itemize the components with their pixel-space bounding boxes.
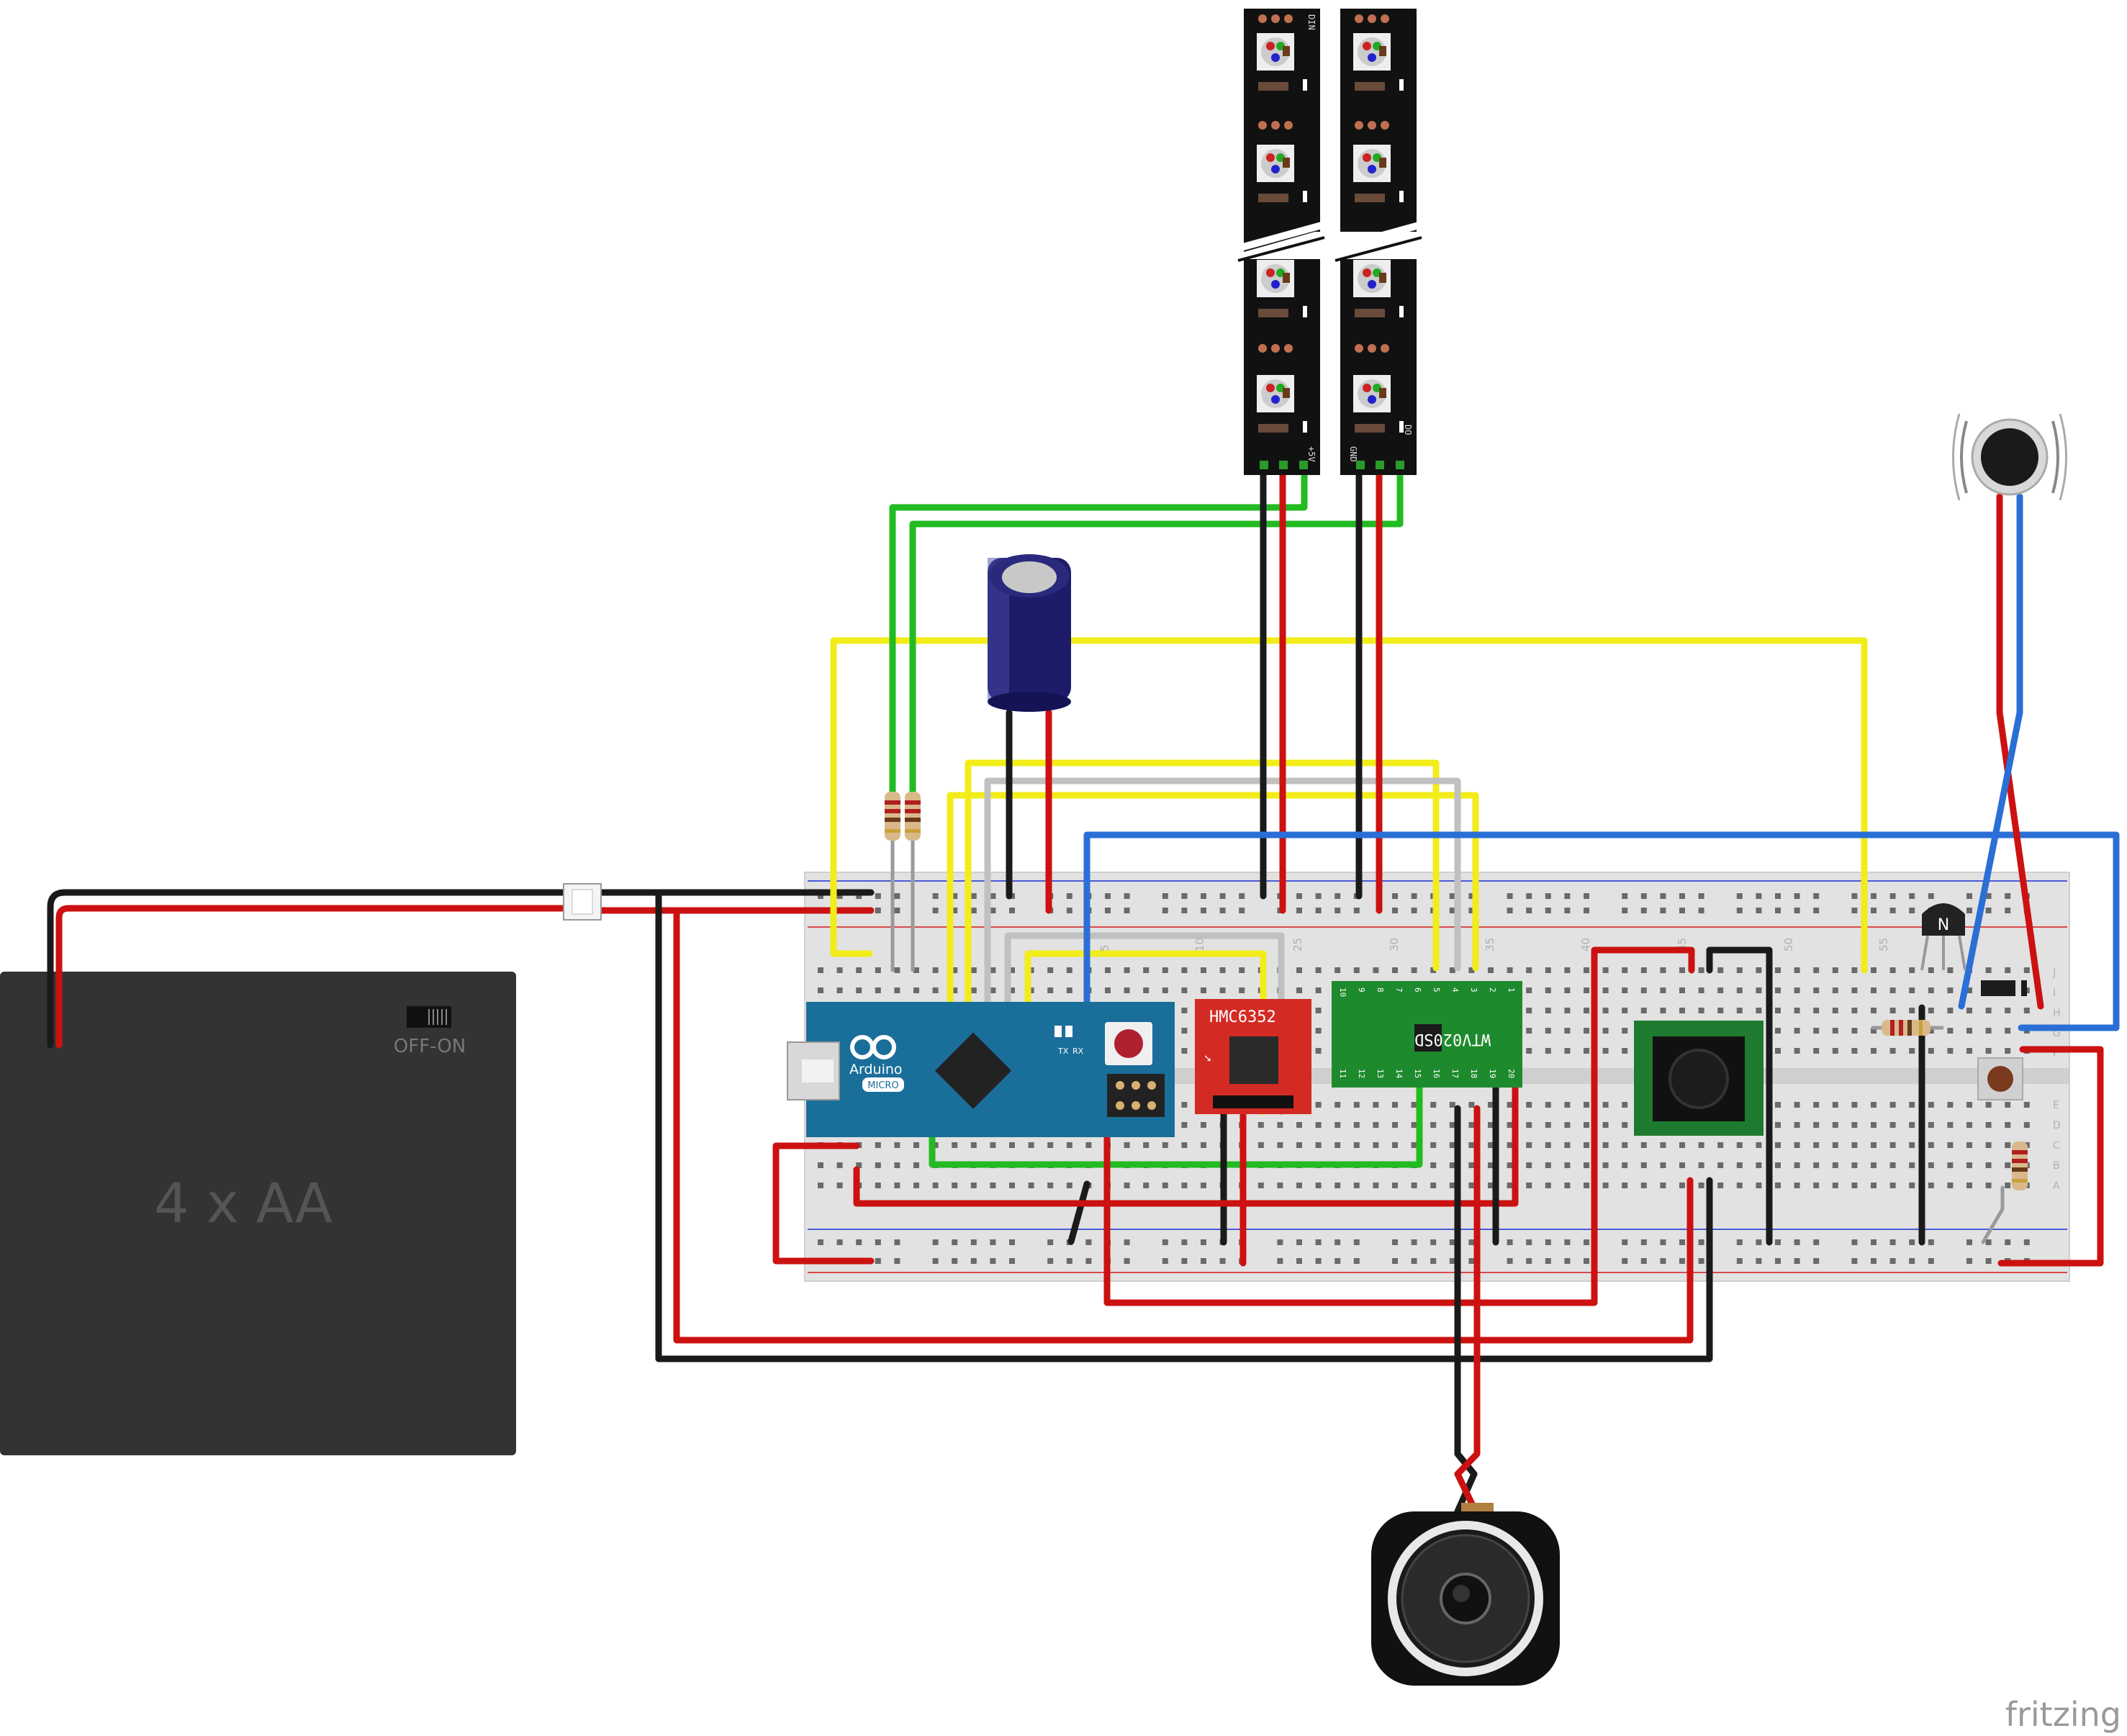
breadboard-row-letters: J I H G F E D C B A: [2052, 967, 2061, 1192]
sound-module: WTV020SD 10 9 8 7 6 5 4 3 2 1 11 12 13 14 15 16 17 18 19 2…: [1332, 981, 1522, 1088]
wire-blue-top: [1083, 831, 2120, 1031]
wire-red-loop: [673, 907, 1694, 1344]
wire-green-strip1: [889, 463, 1308, 810]
switch-label: OFF-ON: [394, 1036, 466, 1057]
wire-black-short: [1067, 1180, 1090, 1245]
wire-battery-red: [55, 905, 569, 1049]
battery-label: 4 x AA: [154, 1171, 333, 1235]
electrolytic-capacitor: [988, 554, 1071, 712]
battery-pack: OFF-ON 4 x AA: [0, 972, 516, 1455]
strip2-gnd-label: GND: [1348, 446, 1358, 462]
arduino-logo: [850, 1035, 896, 1059]
row-letter-j: J: [2052, 967, 2056, 979]
col-number-30: 30: [1388, 938, 1401, 951]
wire-red-right: [1997, 1046, 2104, 1267]
diode: [1981, 980, 2027, 996]
resistor-strip2: [905, 792, 921, 841]
wire-red-rail-long: [853, 1080, 1519, 1207]
col-number-5: 5: [1098, 944, 1111, 951]
col-number-25: 25: [1291, 938, 1304, 951]
wire-yellow-2: [965, 759, 1440, 1011]
led-strips: DIN +5V GND DO: [1237, 9, 1423, 475]
sound-module-pin-bottom: 16: [1432, 1069, 1441, 1078]
wires: [47, 457, 2120, 1515]
battery-connector: [563, 883, 602, 921]
row-letter-a: A: [2053, 1180, 2060, 1192]
sound-module-pin-bottom: 13: [1376, 1069, 1385, 1078]
col-number-40: 40: [1579, 938, 1592, 951]
sound-module-pin-top: 4: [1450, 987, 1460, 993]
vibration-motor: [1952, 413, 2067, 501]
magnetometer-module: HMC6352 ➘: [1195, 999, 1311, 1114]
sound-module-pin-top: 10: [1338, 987, 1347, 997]
wire-mic-blue: [1958, 493, 2023, 1010]
strip2-do-label: DO: [1403, 425, 1413, 435]
strip1-5v-label: +5V: [1306, 446, 1317, 462]
sound-module-pin-bottom: 12: [1357, 1069, 1366, 1078]
sound-module-pin-top: 2: [1488, 987, 1497, 993]
push-button-large: [1634, 1021, 1764, 1136]
col-number-50: 50: [1782, 938, 1795, 951]
npn-transistor: N: [1920, 903, 1966, 971]
sound-module-pin-bottom: 19: [1488, 1069, 1497, 1078]
wire-yellow-1: [947, 792, 1479, 1011]
arduino-tx: TX: [1057, 1046, 1069, 1056]
fritzing-watermark: fritzing: [2005, 1695, 2121, 1734]
row-letter-c: C: [2053, 1140, 2060, 1152]
row-letter-g: G: [2053, 1028, 2061, 1039]
push-button-small: [1977, 1057, 2023, 1100]
north-arrow-icon: ➘: [1204, 1053, 1212, 1064]
sound-module-pin-bottom: 14: [1394, 1069, 1404, 1079]
strip1-din-label: DIN: [1306, 14, 1317, 30]
wire-gray-1: [984, 777, 1461, 1011]
col-number-10: 10: [1193, 938, 1206, 951]
sound-module-pin-bottom: 17: [1450, 1069, 1460, 1078]
sound-module-label: WTV020SD: [1414, 1030, 1491, 1048]
reset-button[interactable]: [1114, 1029, 1143, 1058]
row-letter-d: D: [2053, 1120, 2061, 1131]
row-letter-i: I: [2053, 987, 2056, 999]
sound-module-pin-top: 7: [1394, 987, 1404, 993]
speaker: [1371, 1503, 1560, 1686]
sound-module-pin-top: 8: [1376, 987, 1385, 993]
arduino-model: MICRO: [867, 1080, 898, 1091]
wire-yellow-top: [830, 637, 1868, 974]
sound-module-pin-bottom: 11: [1338, 1069, 1347, 1078]
small-button-cap[interactable]: [1987, 1066, 2013, 1092]
arduino-rx: RX: [1072, 1046, 1084, 1056]
sound-module-pin-bottom: 15: [1413, 1069, 1422, 1078]
magnetometer-label: HMC6352: [1209, 1008, 1276, 1026]
sound-module-pin-top: 3: [1469, 987, 1478, 993]
wire-black-button: [1706, 946, 1773, 1246]
col-number-35: 35: [1484, 938, 1496, 951]
wire-mic-red: [1996, 493, 2044, 1010]
col-number-55: 55: [1877, 938, 1890, 951]
sound-module-pin-top: 1: [1507, 987, 1516, 993]
row-letter-h: H: [2053, 1008, 2061, 1019]
row-letter-b: B: [2053, 1160, 2060, 1172]
sound-module-pin-top: 5: [1432, 987, 1441, 993]
wire-speaker-red: [1454, 1105, 1481, 1515]
sound-module-pin-top: 9: [1357, 987, 1366, 993]
arduino-chip: [934, 1032, 1012, 1109]
wire-red-arduino-down: [1103, 946, 1695, 1306]
sound-module-pin-top: 6: [1413, 987, 1422, 993]
resistor-pushbutton: [2012, 1141, 2028, 1190]
wire-red-left-loop: [772, 1142, 875, 1265]
sound-module-pin-bottom: 18: [1469, 1069, 1478, 1078]
transistor-label: N: [1938, 916, 1949, 934]
row-letter-f: F: [2053, 1048, 2059, 1059]
arduino-brand: Arduino: [849, 1062, 903, 1077]
led-strip-1: [1244, 9, 1320, 475]
resistor-strip1: [885, 792, 900, 841]
resistor-transistor: [1871, 1020, 1943, 1036]
row-letter-e: E: [2053, 1100, 2059, 1111]
arduino-micro: Arduino MICRO TX RX: [787, 1002, 1175, 1137]
wire-black-loop: [655, 889, 1713, 1362]
push-button-cap[interactable]: [1668, 1049, 1729, 1109]
wire-green-strip2: [909, 463, 1404, 810]
sound-module-pin-bottom: 20: [1507, 1069, 1516, 1078]
wire-battery-black: [47, 889, 569, 1049]
